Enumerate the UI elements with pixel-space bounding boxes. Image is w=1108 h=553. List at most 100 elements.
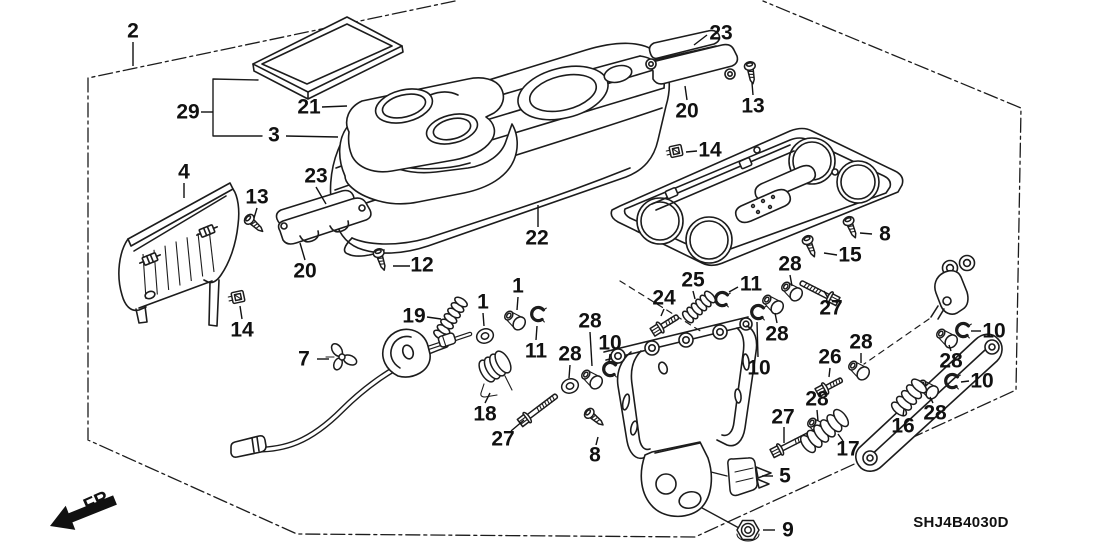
callout-15-16: 15 [823, 244, 862, 267]
part-number-28: 28 [765, 323, 789, 346]
leader-line [608, 353, 611, 363]
leader-line [823, 252, 838, 256]
callout-28-44: 28 [805, 388, 829, 422]
callout-28-26: 28 [558, 343, 582, 379]
callout-7-23: 7 [298, 348, 329, 371]
callout-9-46: 9 [763, 519, 794, 542]
callout-8-15: 8 [859, 223, 891, 246]
part-number-7: 7 [298, 348, 310, 371]
bushing-part [762, 294, 785, 315]
fr-label: FR. [81, 485, 118, 517]
assembly-dash-line [619, 280, 703, 333]
part-number-28: 28 [805, 388, 829, 411]
callout-14-14: 14 [685, 139, 722, 162]
spring-part [478, 350, 512, 383]
c-clip-part [944, 372, 961, 390]
part-center-bracket [603, 316, 758, 518]
part-number-10: 10 [598, 332, 621, 355]
part-armrest-right [645, 29, 739, 85]
part-number-14: 14 [698, 139, 722, 162]
part-hinge-bracket [930, 254, 976, 320]
part-number-4: 4 [178, 161, 190, 184]
part-number-18: 18 [473, 403, 497, 426]
spring-part [890, 378, 928, 417]
callout-21-2: 21 [297, 96, 348, 119]
leader-line [756, 321, 759, 358]
part-number-13: 13 [245, 186, 268, 209]
callout-25-31: 25 [681, 269, 705, 300]
part-number-10: 10 [747, 357, 770, 380]
bolt-part [814, 377, 844, 398]
part-number-20: 20 [675, 100, 698, 123]
leader-line [568, 364, 571, 379]
part-number-23: 23 [709, 22, 732, 45]
clip-part [665, 143, 684, 159]
leader-line [595, 436, 599, 446]
screw-part [583, 407, 604, 426]
part-number-17: 17 [836, 438, 859, 461]
spring-part [433, 296, 468, 341]
part-number-22: 22 [525, 227, 548, 250]
part-number-27: 27 [771, 406, 794, 429]
callout-24-30: 24 [652, 287, 676, 317]
bushing-part [848, 360, 871, 381]
part-link-arm [855, 333, 1003, 472]
part-number-1: 1 [477, 291, 489, 314]
leader-line [239, 305, 243, 320]
part-number-15: 15 [838, 244, 862, 267]
callout-10-34: 10 [747, 321, 771, 380]
callout-28-17: 28 [778, 253, 802, 287]
c-clip-part [530, 305, 547, 323]
screw-part [842, 215, 857, 239]
bushing-part [581, 369, 604, 390]
leader-line [516, 296, 519, 311]
bolt-part [649, 314, 680, 337]
panel-ribs [139, 224, 218, 300]
leader-line [960, 380, 970, 383]
leader-line [751, 82, 754, 96]
callout-26-35: 26 [818, 346, 842, 378]
c-clip-part [750, 303, 767, 321]
callout-10-39: 10 [960, 370, 994, 393]
part-number-28: 28 [923, 402, 947, 425]
callout-5-45: 5 [762, 465, 791, 488]
c-clip-part [955, 321, 972, 339]
part-number-29: 29 [176, 101, 199, 124]
leader-line [774, 312, 778, 324]
callout-28-38: 28 [939, 344, 963, 373]
leader-line [589, 331, 593, 367]
callout-3-3: 3 [268, 124, 339, 147]
callout-12-8: 12 [393, 254, 434, 277]
bolt-part [799, 280, 841, 307]
part-number-3: 3 [268, 124, 280, 147]
screw-part [372, 247, 386, 271]
spring-part [799, 408, 850, 454]
leader-line [253, 207, 258, 219]
leader-line [902, 408, 905, 417]
leader-line [315, 186, 327, 205]
callout-17-42: 17 [836, 433, 860, 461]
part-number-9: 9 [782, 519, 794, 542]
callout-20-12: 20 [675, 85, 699, 123]
washer-part [475, 328, 495, 344]
callout-13-13: 13 [741, 82, 765, 118]
part-number-8: 8 [879, 223, 891, 246]
leader-line [823, 290, 829, 299]
callout-16-41: 16 [891, 408, 915, 438]
callout-20-7: 20 [293, 242, 317, 283]
part-number-26: 26 [818, 346, 841, 369]
part-number-24: 24 [652, 287, 676, 310]
leader-line [859, 232, 873, 235]
part-number-28: 28 [578, 310, 602, 333]
part-tray-mat [252, 16, 404, 100]
callout-27-43: 27 [771, 406, 795, 443]
spring-part [681, 290, 717, 324]
leader-line [660, 308, 665, 317]
bushing-part [504, 310, 527, 331]
part-number-25: 25 [681, 269, 705, 292]
assembly-dash-line [863, 318, 930, 365]
fr-arrow-icon [50, 495, 117, 530]
part-number-13: 13 [741, 95, 764, 118]
